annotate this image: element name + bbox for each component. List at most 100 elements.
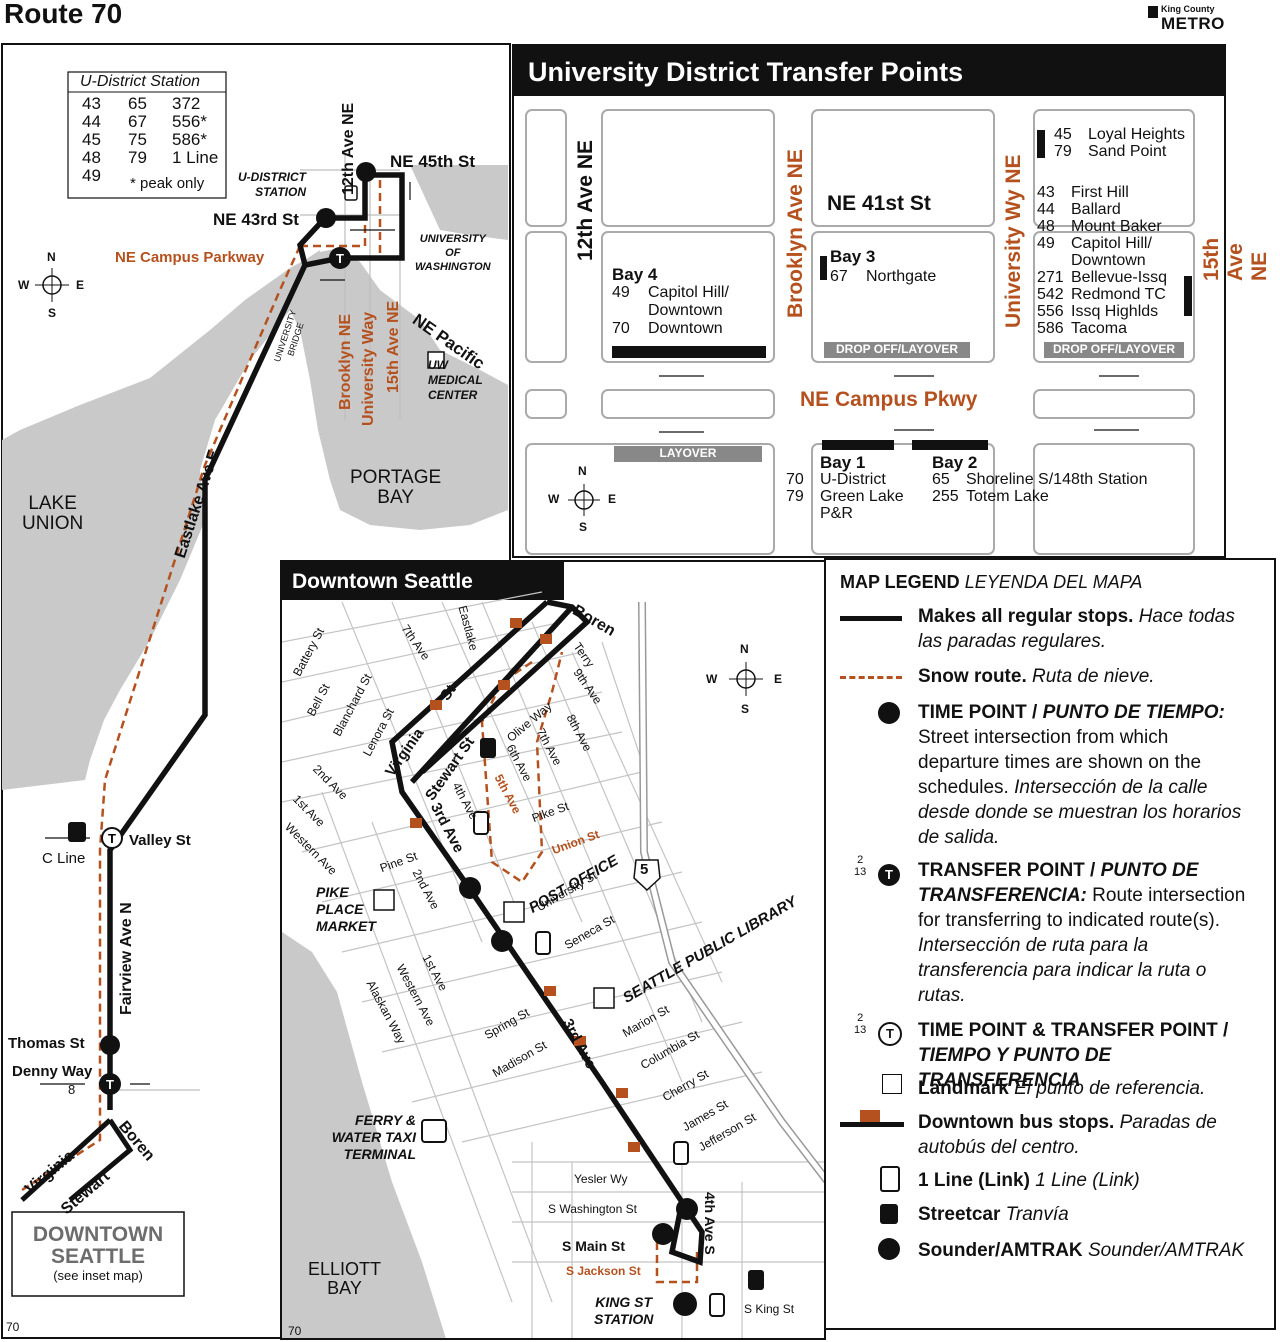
bay-route-row: P&R [820,505,853,522]
st-main: S Main St [562,1238,626,1254]
bay-route-row: Downtown [648,302,723,319]
st-yesler: Yesler Wy [574,1172,628,1186]
streetcar-icon [480,738,496,758]
legend-sounder: Sounder/AMTRAK Sounder/AMTRAK [918,1240,1245,1261]
legend-timepoint: TIME POINT / PUNTO DE TIEMPO: Street int… [918,702,1242,848]
svg-text:T: T [106,1077,114,1092]
station-note: * peak only [130,175,205,192]
ud-compass-e: E [608,492,617,506]
i5-shield-label: 5 [640,861,649,878]
link-station-icon [344,185,358,201]
downtown-compass-icon [729,662,763,696]
dt-compass-n: N [740,642,749,656]
station-box-title: U-District Station [80,73,201,90]
udistrict-blocks [525,109,1195,555]
timepoint-symbol [878,702,900,724]
downtown-box-label: DOWNTOWN SEATTLE (see inset map) [32,1223,164,1284]
legend-streetcar: Streetcar Tranvía [918,1204,1069,1225]
st-king: S King St [744,1302,795,1316]
ud-compass-n: N [578,464,587,478]
ud-compass-w: W [548,492,560,506]
legend-both: TIME POINT & TRANSFER POINT /TIEMPO Y PU… [918,1020,1229,1091]
compass-n: N [47,250,56,264]
metro-logo-icon [1148,6,1158,18]
page-number: 70 [6,1320,20,1334]
street-fairview: Fairview Ave N [118,902,135,1015]
streetcar-icon [748,1270,764,1290]
link-icon [673,1141,689,1165]
regular-route-symbol [840,616,902,621]
legend-landmark: Landmark El punto de referencia. [918,1078,1206,1099]
streetcar-legend-icon [880,1204,898,1224]
ud-street-ne41: NE 41st St [827,192,931,215]
link-legend-icon [880,1166,900,1192]
legend-link: 1 Line (Link) 1 Line (Link) [918,1170,1140,1191]
legend-transfer: TRANSFER POINT / PUNTO DE TRANSFERENCIA:… [918,860,1246,1006]
dt-compass-w: W [706,672,718,686]
dropoff-layover-2: DROP OFF/LAYOVER [1052,342,1176,356]
st-washington: S Washington St [548,1202,637,1216]
udistrict-inset: University District Transfer Points 12 [512,44,1271,558]
downtown-inset: Downtown Seattle [280,560,826,1340]
downtown-title: Downtown Seattle [282,562,564,600]
dt-compass-s: S [741,702,750,716]
ud-street-university: University Wy NE [1002,154,1025,328]
ud-street-brooklyn: Brooklyn Ave NE [784,149,807,318]
agency-logo: King County METRO [1148,4,1228,34]
streetcar-cline-icon [68,822,86,842]
svg-text:T: T [336,251,344,266]
legend-title: MAP LEGEND LEYENDA DEL MAPA [840,572,1143,592]
street-university-way: University Way [360,311,377,426]
street-valley: Valley St [129,832,191,849]
street-denny: Denny Way [12,1063,93,1080]
landmark-symbol [882,1074,902,1094]
street-thomas: Thomas St [8,1035,85,1052]
denny-route-number: 8 [68,1082,76,1097]
both-symbol: T [878,1022,902,1046]
st-jackson: S Jackson St [566,1264,641,1278]
dropoff-layover-1: DROP OFF/LAYOVER [835,342,959,356]
link-icon [709,1293,725,1317]
dt-compass-e: E [774,672,783,686]
page-title: Route 70 [4,0,123,29]
snow-route [21,245,302,1192]
route-row: Downtown [1071,252,1146,269]
street-15th-ave: 15th Ave NE [385,300,402,393]
link-icon [535,931,551,955]
st-4th-s: 4th Ave S [702,1192,718,1255]
ud-compass-s: S [579,520,588,534]
street-ne45: NE 45th St [390,152,476,171]
compass-s: S [48,306,57,320]
timepoint-transfer-denny [99,1073,121,1095]
udistrict-compass-icon [568,484,600,516]
street-12th-ave: 12th Ave NE [340,102,357,195]
ship-canal-water [300,290,330,330]
